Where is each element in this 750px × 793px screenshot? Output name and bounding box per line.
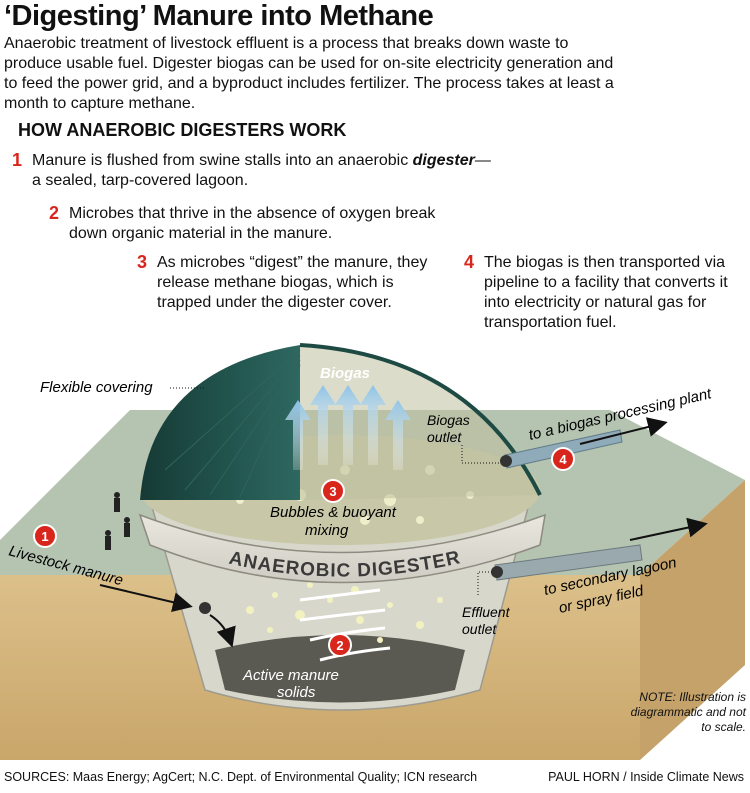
effluent-outlet-label-2: outlet xyxy=(462,621,497,637)
step-3: 3 As microbes “digest” the manure, they … xyxy=(137,252,437,313)
step-4: 4 The biogas is then transported via pip… xyxy=(464,252,744,333)
biogas-outlet-label-2: outlet xyxy=(427,429,462,445)
biogas-outlet-leader xyxy=(461,445,500,464)
step-2: 2 Microbes that thrive in the absence of… xyxy=(49,203,469,244)
flexible-covering-label: Flexible covering xyxy=(40,379,153,396)
bubbles-label-1: Bubbles & buoyant xyxy=(270,504,397,521)
step-2-number: 2 xyxy=(49,203,60,223)
effluent-outlet-leader xyxy=(477,571,492,597)
step-2-text: Microbes that thrive in the absence of o… xyxy=(69,205,436,242)
bubbles-label-2: mixing xyxy=(305,522,349,539)
ground-side xyxy=(640,480,745,760)
scale-note: NOTE: Illustration is diagrammatic and n… xyxy=(630,690,746,734)
marker-4-number: 4 xyxy=(559,452,567,467)
intro-paragraph: Anaerobic treatment of livestock effluen… xyxy=(4,35,614,112)
sources-line: SOURCES: Maas Energy; AgCert; N.C. Dept.… xyxy=(4,770,478,784)
step-1-text-a: Manure is flushed from swine stalls into… xyxy=(32,152,413,169)
marker-4: 4 xyxy=(551,447,575,471)
biogas-outlet-valve xyxy=(500,455,512,467)
flow-arrows xyxy=(299,588,391,662)
dome-cutaway xyxy=(300,345,540,500)
step-1-text-b: —a sealed, tarp-covered lagoon. xyxy=(32,152,491,189)
marker-3: 3 xyxy=(321,479,345,503)
marker-2-number: 2 xyxy=(336,638,343,653)
marker-1-number: 1 xyxy=(41,529,48,544)
step-4-text: The biogas is then transported via pipel… xyxy=(484,254,728,331)
credit-line: PAUL HORN / Inside Climate News xyxy=(548,770,744,784)
digester-band xyxy=(138,513,546,584)
to-lagoon-arrow xyxy=(629,517,708,541)
step-3-number: 3 xyxy=(137,252,148,272)
effluent-outlet-label-1: Effluent xyxy=(462,604,511,620)
biogas-label: Biogas xyxy=(320,365,370,382)
effluent-outlet-valve xyxy=(491,566,503,578)
marker-2: 2 xyxy=(328,633,352,657)
bubbles xyxy=(246,582,443,643)
marker-1: 1 xyxy=(33,524,57,548)
manure-solids xyxy=(215,635,465,703)
to-plant-arrow xyxy=(579,417,668,445)
solids-label-2: solids xyxy=(277,684,316,701)
solids-label-1: Active manure xyxy=(242,667,339,684)
section-heading: HOW ANAEROBIC DIGESTERS WORK xyxy=(18,120,347,140)
manure-inflow-arrow xyxy=(99,584,193,612)
flexible-covering-dome xyxy=(140,345,300,500)
step-4-number: 4 xyxy=(464,252,475,272)
step-1-number: 1 xyxy=(12,150,23,170)
step-3-text: As microbes “digest” the manure, they re… xyxy=(157,254,428,311)
inflow-down-arrow xyxy=(209,614,236,648)
step-1: 1 Manure is flushed from swine stalls in… xyxy=(12,150,492,191)
biogas-arrows xyxy=(285,385,411,470)
step-1-emphasis: digester xyxy=(412,152,475,169)
page-title: ‘Digesting’ Manure into Methane xyxy=(4,0,434,32)
inlet-valve xyxy=(199,602,211,614)
people-silhouettes xyxy=(105,492,130,550)
biogas-outlet-label-1: Biogas xyxy=(427,412,470,428)
dome-ribs xyxy=(164,349,301,498)
marker-3-number: 3 xyxy=(329,484,336,499)
